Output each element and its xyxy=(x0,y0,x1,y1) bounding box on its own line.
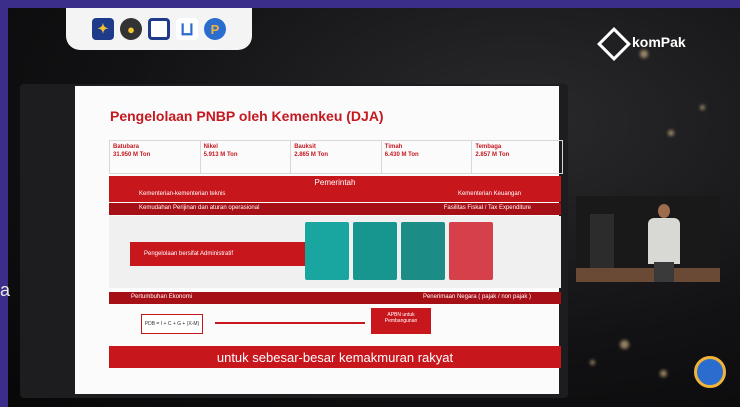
p-logo-icon: P xyxy=(204,18,226,40)
facility-band: Kemudahan Perijinan dan aturan operasion… xyxy=(109,203,561,215)
stage-screen xyxy=(590,214,614,270)
commodity-name: Bauksit xyxy=(294,144,316,150)
admin-arrow: Pengelolaan bersifat Administratif xyxy=(130,242,310,266)
process-box-4 xyxy=(449,222,493,280)
admin-arrow-label: Pengelolaan bersifat Administratif xyxy=(144,251,234,257)
commodity-name: Timah xyxy=(384,144,403,150)
left-facility-label: Kemudahan Perijinan dan aturan operasion… xyxy=(139,205,260,211)
process-box-1 xyxy=(305,222,349,280)
connector-line xyxy=(215,322,365,325)
slide-title: Pengelolaan PNBP oleh Kemenkeu (DJA) xyxy=(110,108,384,124)
speaker-video xyxy=(576,196,720,282)
bracket-logo-icon: ⊔ xyxy=(176,18,198,40)
right-ministry-label: Kementerian Keuangan xyxy=(457,191,521,197)
apbn-box: APBN untuk Pembangunan xyxy=(371,308,431,334)
commodity-value: 2.857 M Ton xyxy=(475,152,510,158)
growth-label: Pertumbuhan Ekonomi xyxy=(131,294,193,300)
kemenkeu-emblem-icon: ✦ xyxy=(92,18,114,40)
speaker-body xyxy=(648,218,680,264)
commodity-name: Batubara xyxy=(113,144,140,150)
commodity-value: 6.430 M Ton xyxy=(384,152,419,158)
bokeh-light xyxy=(660,370,667,377)
corner-p-logo-icon xyxy=(694,356,726,388)
bokeh-light xyxy=(668,130,674,136)
commodity-table: Batubara 31.950 M Ton Nikel 5.913 M Ton … xyxy=(109,140,563,174)
kompak-brand-name: komPak xyxy=(632,34,686,50)
left-ministry-label: Kementerian-kementerian teknis xyxy=(139,191,226,197)
commodity-cell: Tembaga 2.857 M Ton xyxy=(472,141,562,173)
commodity-cell: Timah 6.430 M Ton xyxy=(382,141,473,173)
pemerintah-band: Pemerintah Kementerian-kementerian tekni… xyxy=(109,176,561,202)
frame-left-border xyxy=(0,0,8,407)
bokeh-light xyxy=(620,340,629,349)
commodity-name: Nikel xyxy=(203,144,218,150)
commodity-value: 2.865 M Ton xyxy=(294,152,329,158)
revenue-label: Penerimaan Negara ( pajak / non pajak ) xyxy=(422,294,531,300)
right-facility-label: Fasilitas Fiskal / Tax Expenditure xyxy=(443,205,531,211)
bokeh-light xyxy=(700,105,705,110)
stage-floor xyxy=(576,268,720,282)
speaker-head xyxy=(658,204,670,218)
commodity-name: Tembaga xyxy=(475,144,502,150)
bokeh-light xyxy=(590,360,595,365)
process-box-2 xyxy=(353,222,397,280)
commodity-value: 5.913 M Ton xyxy=(203,152,238,158)
frame-top-border xyxy=(0,0,740,8)
commodity-value: 31.950 M Ton xyxy=(113,152,151,158)
square-logo-icon xyxy=(148,18,170,40)
pdb-formula-box: PDB = I + C + G + (X-M) xyxy=(141,314,203,334)
commodity-cell: Batubara 31.950 M Ton xyxy=(110,141,201,173)
kompak-logo-icon xyxy=(597,27,631,61)
commodity-cell: Bauksit 2.865 M Ton xyxy=(291,141,382,173)
commodity-cell: Nikel 5.913 M Ton xyxy=(201,141,292,173)
garuda-emblem-icon: ● xyxy=(120,18,142,40)
pemerintah-label: Pemerintah xyxy=(314,178,356,187)
outcome-band: Pertumbuhan Ekonomi Penerimaan Negara ( … xyxy=(109,292,561,304)
speaker-legs xyxy=(654,262,674,282)
left-edge-text: a xyxy=(0,280,11,300)
partner-logo-bar: ✦ ● ⊔ P xyxy=(66,8,252,50)
kompak-brand: komPak xyxy=(597,27,686,61)
presentation-slide: Pengelolaan PNBP oleh Kemenkeu (DJA) Bat… xyxy=(75,86,563,394)
prosperity-banner: untuk sebesar-besar kemakmuran rakyat xyxy=(109,346,561,368)
process-box-3 xyxy=(401,222,445,280)
bokeh-light xyxy=(640,50,648,58)
